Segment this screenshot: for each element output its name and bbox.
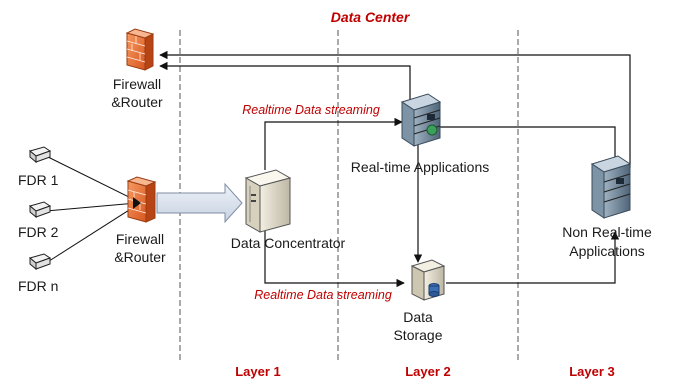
fdr-2-icon (28, 201, 52, 219)
fdr-2-label: FDR 2 (18, 224, 59, 240)
storage-label-1: Data (403, 309, 433, 325)
stream-label-bottom: Realtime Data streaming (254, 288, 392, 302)
stream-links (264, 117, 620, 288)
realtime-server-icon (400, 93, 442, 147)
non-realtime-label-2: Applications (569, 243, 645, 259)
fdr-n-label: FDR n (18, 278, 58, 294)
return-links (159, 50, 631, 168)
firewall-top-label-2: &Router (111, 94, 163, 110)
non-realtime-label-1: Non Real-time (562, 224, 652, 240)
fdr-1-icon (28, 146, 52, 164)
firewall-mid-label-1: Firewall (116, 231, 164, 247)
fdr-n-icon (28, 253, 52, 271)
fdr-links (45, 155, 138, 264)
diagram-title: Data Center (331, 9, 411, 25)
data-concentrator-label: Data Concentrator (231, 235, 346, 251)
non-realtime-server-icon (590, 155, 632, 219)
firewall-top-icon (125, 28, 155, 71)
realtime-apps-label: Real-time Applications (351, 159, 490, 175)
storage-label-2: Storage (393, 327, 442, 343)
firewall-mid-icon (126, 176, 157, 223)
firewall-top-label-1: Firewall (113, 76, 161, 92)
layer-3-label: Layer 3 (569, 364, 615, 379)
data-concentrator-icon (244, 169, 292, 233)
data-storage-icon (410, 259, 446, 301)
fdr-1-label: FDR 1 (18, 172, 59, 188)
layer-2-label: Layer 2 (405, 364, 451, 379)
firewall-mid-label-2: &Router (114, 249, 166, 265)
big-flow-arrow (156, 182, 243, 224)
layer-1-label: Layer 1 (235, 364, 281, 379)
stream-label-top: Realtime Data streaming (242, 103, 380, 117)
